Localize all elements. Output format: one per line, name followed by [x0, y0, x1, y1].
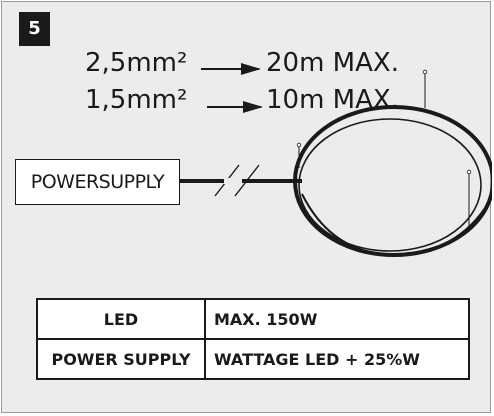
arrow-right-icon — [207, 101, 263, 113]
table-row: POWER SUPPLY WATTAGE LED + 25%W — [36, 338, 470, 380]
suspension-hook-icon — [422, 69, 428, 75]
power-supply-box: POWERSUPPLY — [15, 159, 180, 205]
max-length-20m: 20m MAX. — [266, 48, 399, 78]
cable-section-2-5: 2,5mm² — [85, 48, 188, 78]
step-number-badge: 5 — [19, 12, 50, 46]
arrow-right-icon — [201, 63, 261, 75]
cable-section-1-5: 1,5mm² — [85, 85, 188, 115]
suspension-hook-icon — [466, 169, 472, 175]
power-rating-table: LED MAX. 150W POWER SUPPLY WATTAGE LED +… — [36, 298, 470, 380]
table-cell-value: WATTAGE LED + 25%W — [204, 338, 470, 380]
led-ring-shadow — [301, 193, 490, 257]
table-cell-value: MAX. 150W — [204, 298, 470, 340]
suspension-hook-icon — [296, 142, 302, 148]
table-cell-label: POWER SUPPLY — [36, 338, 206, 380]
cable-break-mark — [234, 164, 260, 197]
table-row: LED MAX. 150W — [36, 298, 470, 340]
table-cell-label: LED — [36, 298, 206, 340]
led-ring-inner — [298, 118, 482, 252]
